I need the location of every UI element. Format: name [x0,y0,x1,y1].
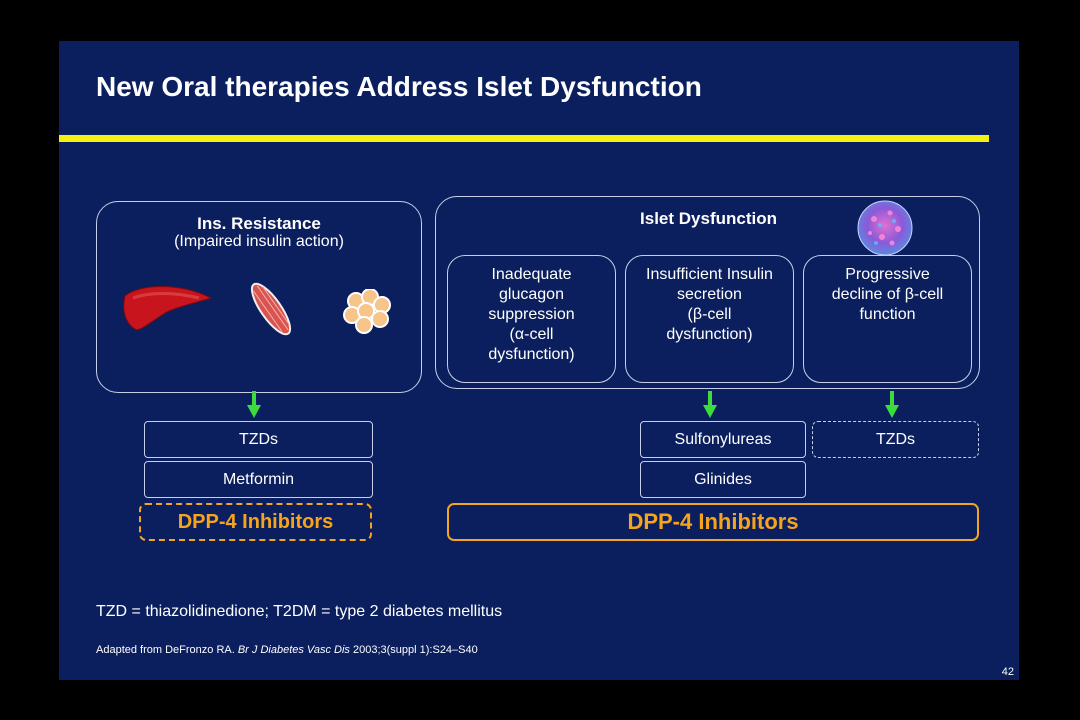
slide: New Oral therapies Address Islet Dysfunc… [59,41,1019,680]
down-arrow-icon [703,391,717,418]
muscle-icon [250,282,292,336]
islet-icon [857,200,913,256]
insulin-secretion-box: Insufficient Insulin secretion (β-cell d… [625,255,794,383]
box-line: glucagon [499,286,564,303]
insulin-resistance-title: Ins. Resistance [197,214,321,233]
down-arrow-icon [885,391,899,418]
source-suffix: 2003;3(suppl 1):S24–S40 [349,644,478,656]
metformin-box: Metformin [144,461,373,498]
title-rule [59,135,989,142]
dpp4-inhibitors-left: DPP-4 Inhibitors [139,503,372,541]
box-line: dysfunction) [666,326,753,343]
insulin-resistance-subtitle: (Impaired insulin action) [174,233,344,250]
liver-icon [123,286,213,331]
page-number: 42 [1001,666,1014,678]
source-journal: Br J Diabetes Vasc Dis [237,644,350,656]
fat-cells-icon [343,289,391,334]
source-citation: Adapted from DeFronzo RA. Br J Diabetes … [96,644,478,656]
glinides-box: Glinides [640,461,806,498]
islet-dysfunction-title: Islet Dysfunction [640,209,777,228]
sulfonylureas-box: Sulfonylureas [640,421,806,458]
slide-title: New Oral therapies Address Islet Dysfunc… [96,71,702,102]
box-line: Insufficient Insulin [646,266,773,283]
tzds-box-right: TZDs [812,421,979,458]
down-arrow-icon [247,391,261,418]
glucagon-suppression-box: Inadequate glucagon suppression (α-cell … [447,255,616,383]
insulin-resistance-panel: Ins. Resistance (Impaired insulin action… [96,201,422,393]
box-line: dysfunction) [488,346,575,363]
box-line: decline of β-cell [831,286,944,303]
box-line: function [859,306,916,323]
box-line: (α-cell [509,326,554,343]
dpp4-inhibitors-right: DPP-4 Inhibitors [447,503,979,541]
beta-cell-decline-box: Progressive decline of β-cell function [803,255,972,383]
box-line: Progressive [845,266,930,283]
footnote: TZD = thiazolidinedione; T2DM = type 2 d… [96,603,503,620]
box-line: (β-cell [687,306,732,323]
source-prefix: Adapted from DeFronzo RA. [96,644,238,656]
tzds-box-left: TZDs [144,421,373,458]
box-line: secretion [677,286,742,303]
islet-dysfunction-panel: Islet Dysfunction Inadequate glucagon su… [435,196,980,389]
box-line: Inadequate [491,266,572,283]
box-line: suppression [488,306,575,323]
